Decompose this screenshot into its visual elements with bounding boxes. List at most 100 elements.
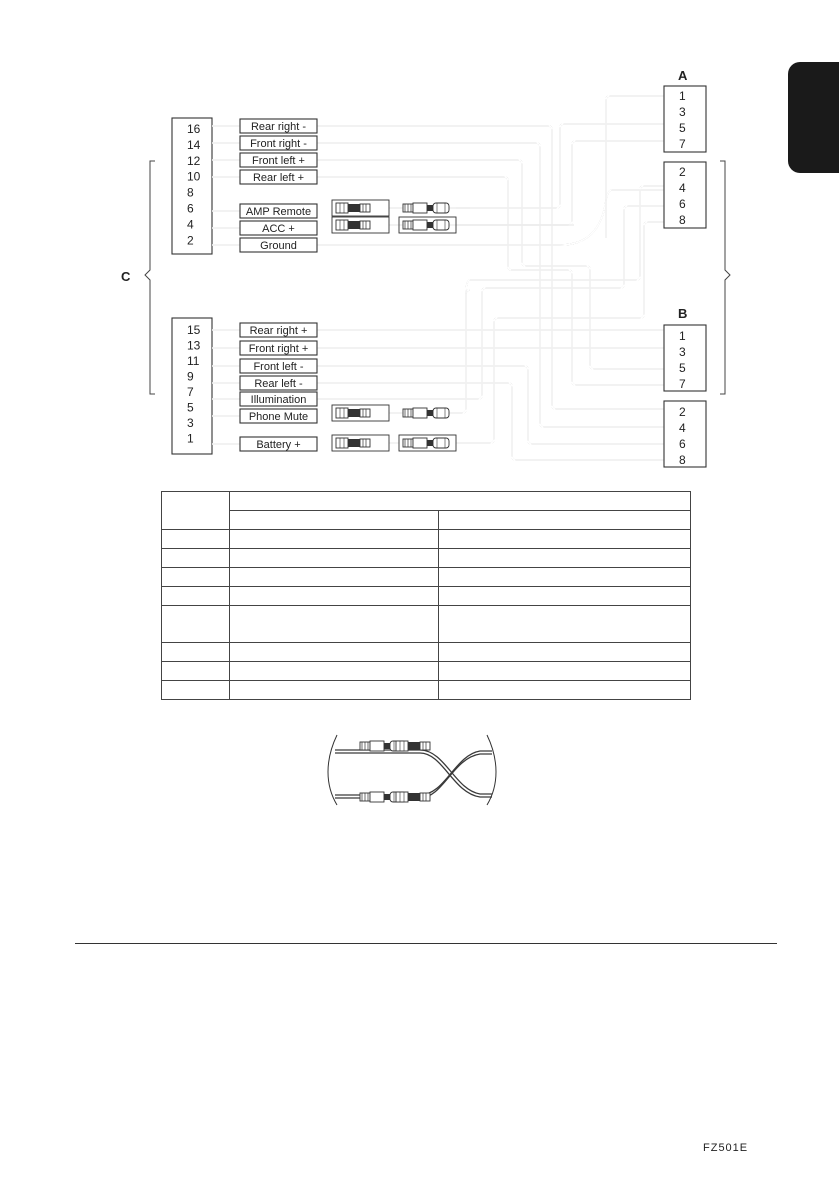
- wire: [389, 140, 664, 226]
- connector-c-lower-block: [171, 317, 213, 455]
- table-row: [161, 661, 691, 681]
- wire-label: Rear right -: [251, 121, 306, 133]
- table-cell: [229, 510, 439, 530]
- pin-number: 1: [679, 329, 686, 343]
- table-cell: [438, 642, 691, 662]
- pin-number: 6: [679, 437, 686, 451]
- table-cell: [161, 548, 230, 568]
- wire-core: [317, 176, 664, 386]
- upper-wire-labels: Rear right -Front right -Front left +Rea…: [239, 118, 318, 253]
- table-cell: [229, 548, 439, 568]
- pin-number: 5: [679, 361, 686, 375]
- pin-number: 16: [187, 122, 201, 136]
- table-cell: [438, 567, 691, 587]
- wire-core: [317, 125, 664, 410]
- table-cell: [161, 491, 230, 530]
- wire: [317, 205, 664, 400]
- connector-a-even-block: [663, 161, 707, 229]
- table-row: [161, 529, 691, 549]
- table-cell: [229, 567, 439, 587]
- connector-b-odd-block: [663, 324, 707, 392]
- wire-label: AMP Remote: [246, 206, 311, 218]
- wire-label-box: [239, 340, 318, 356]
- wire: [317, 189, 664, 246]
- table-cell: [438, 510, 691, 530]
- table-row: [161, 548, 691, 568]
- crossover-illustration: [327, 734, 497, 806]
- wire-label: Front right -: [250, 138, 307, 150]
- pin-number: 9: [187, 370, 194, 384]
- table-cell: [229, 586, 439, 606]
- pin-number: 1: [679, 89, 686, 103]
- pin-number: 14: [187, 138, 201, 152]
- table-cell: [229, 529, 439, 549]
- lower-wire-labels: Rear right +Front right +Front left -Rea…: [239, 322, 318, 452]
- pin-number: 6: [679, 197, 686, 211]
- pin-number: 3: [187, 416, 194, 430]
- table-cell: [161, 605, 230, 643]
- connector-c-label: C: [121, 269, 131, 284]
- table-cell: [438, 548, 691, 568]
- wire-label-box: [239, 135, 318, 151]
- wire: [605, 95, 664, 238]
- pin-number: 12: [187, 154, 201, 168]
- wire-core: [317, 189, 664, 246]
- table-row: [162, 510, 691, 530]
- pin-number: 2: [187, 233, 194, 247]
- acc-plug-pair: [331, 216, 457, 234]
- pin-number: 8: [679, 213, 686, 227]
- table-cell: [161, 680, 230, 700]
- pin-number: 3: [679, 345, 686, 359]
- wiring-table: [161, 491, 691, 700]
- connector-c-bracket: [144, 160, 155, 395]
- wire-label-box: [239, 375, 318, 391]
- footer-code: FZ501E: [703, 1142, 749, 1154]
- wire-label: Rear right +: [250, 325, 308, 337]
- wire: [456, 221, 664, 444]
- table-cell: [161, 642, 230, 662]
- wire-label-box: [239, 203, 318, 219]
- table-cell: [161, 661, 230, 681]
- pin-number: 2: [679, 165, 686, 179]
- wire: [317, 382, 664, 461]
- table-cell: [161, 567, 230, 587]
- pin-number: 8: [679, 453, 686, 467]
- wire-core: [317, 142, 664, 428]
- wire-label-box: [239, 118, 318, 134]
- wire-core: [465, 185, 664, 295]
- wire-label: Ground: [260, 240, 297, 252]
- connector-c-upper-block: [171, 117, 213, 255]
- pin-number: 11: [187, 354, 200, 368]
- wire-core: [317, 365, 664, 445]
- amp-remote-plug-pair: [331, 199, 450, 217]
- table-cell: [229, 680, 439, 700]
- wire: [465, 185, 664, 295]
- pin-number: 15: [187, 323, 201, 337]
- wire-label-box: [239, 408, 318, 424]
- wire-label-box: [239, 169, 318, 185]
- table-cell: [229, 661, 439, 681]
- pin-number: 10: [187, 170, 201, 184]
- pin-number: 2: [679, 405, 686, 419]
- wire-core: [605, 95, 664, 238]
- wire-core: [317, 159, 664, 370]
- wire-core: [389, 123, 664, 209]
- table-row: [161, 567, 691, 587]
- table-cell: [161, 586, 230, 606]
- wire-core: [317, 382, 664, 461]
- wire-core: [389, 140, 664, 226]
- phone-mute-plug-pair: [331, 404, 450, 422]
- pin-number: 1: [187, 432, 194, 446]
- wire-label: Rear left +: [253, 172, 304, 184]
- table-row: [161, 605, 691, 643]
- wire-label: Rear left -: [254, 378, 303, 390]
- pin-number: 6: [187, 202, 194, 216]
- wire: [389, 123, 664, 209]
- right-bracket: [720, 160, 731, 395]
- wire-label-box: [239, 436, 318, 452]
- table-cell: [438, 605, 691, 643]
